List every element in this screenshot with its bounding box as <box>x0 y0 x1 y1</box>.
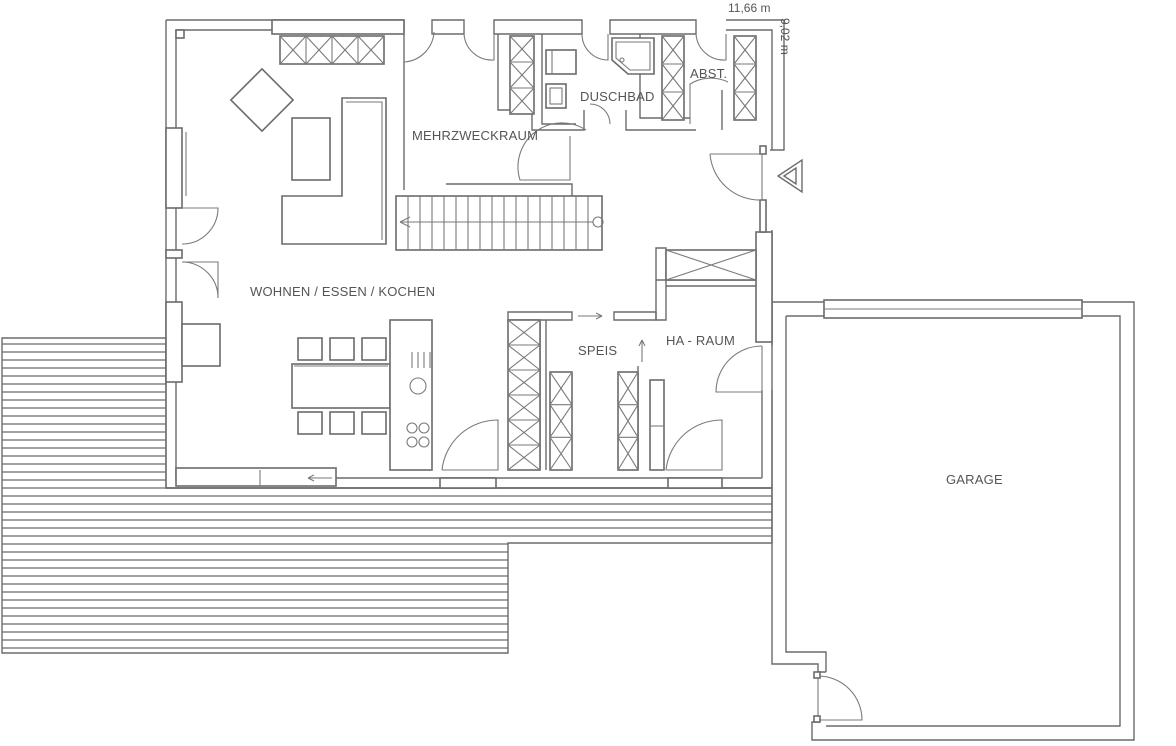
cabinet-cross <box>279 35 307 65</box>
cabinet-cross <box>549 437 573 471</box>
cabinet-cross <box>507 319 541 346</box>
cabinet-cross <box>507 394 541 421</box>
terrace-deck <box>2 343 772 649</box>
garage <box>771 299 1135 741</box>
storage-cabinets <box>507 35 757 471</box>
cabinet-cross <box>331 35 359 65</box>
cabinet-cross <box>661 35 685 65</box>
cabinet-cross <box>509 61 535 89</box>
room-label-storage: ABST. <box>690 66 727 81</box>
cabinet-cross <box>509 87 535 115</box>
cabinet-cross <box>357 35 385 65</box>
cabinet-cross <box>733 35 757 65</box>
cabinet-cross <box>507 369 541 396</box>
staircase <box>395 195 604 251</box>
room-label-living: WOHNEN / ESSEN / KOCHEN <box>250 284 435 299</box>
room-label-utility: MEHRZWECKRAUM <box>412 128 538 143</box>
room-label-garage: GARAGE <box>946 472 1003 487</box>
width-dimension: 11,66 m <box>728 1 770 15</box>
walk-arrows <box>578 312 646 362</box>
windows <box>165 19 723 489</box>
cabinet-cross <box>305 35 333 65</box>
cabinet-cross <box>507 419 541 446</box>
cabinet-cross <box>617 371 639 405</box>
room-label-shower: DUSCHBAD <box>580 89 655 104</box>
cabinet-cross <box>661 63 685 93</box>
entrance-arrow-icon <box>776 158 803 194</box>
bathroom-fixtures <box>545 37 655 109</box>
living-furniture <box>181 35 433 471</box>
cabinet-cross <box>661 91 685 121</box>
room-label-technical: HA - RAUM <box>666 333 735 348</box>
cabinet-cross <box>665 249 757 281</box>
cabinet-cross <box>507 344 541 371</box>
cabinet-cross <box>733 63 757 93</box>
cabinet-cross <box>509 35 535 63</box>
cabinet-cross <box>507 444 541 471</box>
doors <box>181 30 763 471</box>
cabinet-cross <box>617 437 639 471</box>
cabinet-cross <box>733 91 757 121</box>
cabinet-cross <box>617 404 639 438</box>
cabinet-cross <box>549 404 573 438</box>
shelf <box>649 379 665 471</box>
cabinet-cross <box>549 371 573 405</box>
depth-dimension: 9,02 m <box>778 18 792 55</box>
room-label-pantry: SPEIS <box>578 343 617 358</box>
